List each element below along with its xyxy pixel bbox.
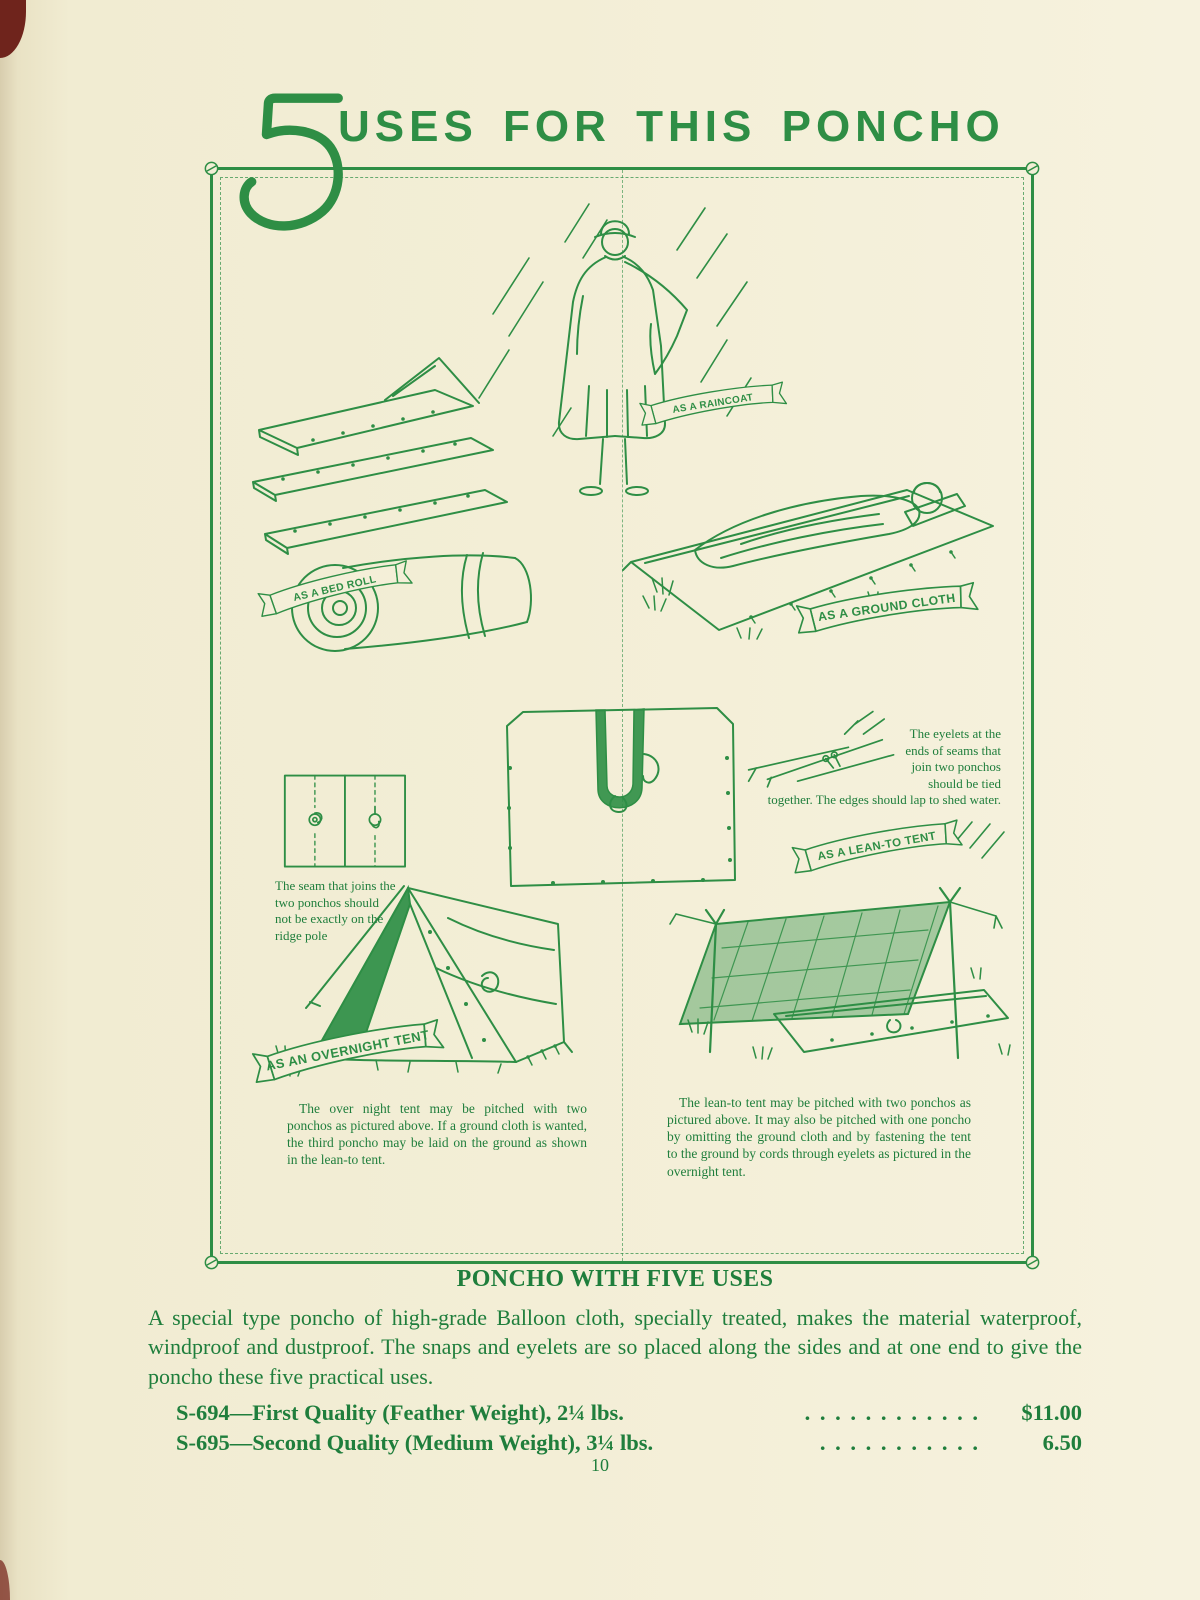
product-row: S-694—First Quality (Feather Weight), 2¼… <box>148 1398 1082 1428</box>
raincoat-figure-illustration <box>478 203 752 496</box>
corner-screw-icon <box>204 161 219 176</box>
corner-screw-icon <box>1025 161 1040 176</box>
lean-to-banner: AS A LEAN-TO TENT <box>791 819 963 874</box>
dot-leader: . . . . . . . . . . . <box>819 1430 980 1456</box>
corner-screw-icon <box>204 1255 219 1270</box>
corner-screw-icon <box>1025 1255 1040 1270</box>
page-edge-shadow <box>0 1560 10 1600</box>
page-edge-shadow <box>0 0 26 58</box>
ground-cloth-illustration <box>622 482 994 640</box>
overnight-banner: AS AN OVERNIGHT TENT <box>251 1018 445 1084</box>
product-row: S-695—Second Quality (Medium Weight), 3¼… <box>148 1428 1082 1458</box>
product-price: $11.00 <box>1021 1399 1082 1425</box>
ground-cloth-banner: AS A GROUND CLOTH <box>795 581 979 634</box>
seam-caption: The seam that joins the two ponchos shou… <box>275 878 396 943</box>
product-label: S-695—Second Quality (Medium Weight), 3¼… <box>176 1430 654 1456</box>
eyelets-caption-wrap-spacer <box>733 726 901 782</box>
eyelet-detail-illustration <box>747 710 895 788</box>
raincoat-banner: AS A RAINCOAT <box>639 381 788 426</box>
eyelets-caption: The eyelets at the ends of seams that jo… <box>733 726 1001 809</box>
lean-to-tent-illustration <box>669 821 1011 1060</box>
dot-leader: . . . . . . . . . . . . <box>804 1399 980 1425</box>
overnight-tent-caption: The over night tent may be pitched with … <box>287 1101 587 1168</box>
product-price: 6.50 <box>1042 1430 1082 1456</box>
flat-poncho-illustration <box>506 707 736 887</box>
description-body: A special type poncho of high-grade Ball… <box>148 1305 1082 1389</box>
product-label: S-694—First Quality (Feather Weight), 2¼… <box>176 1399 624 1425</box>
page-number: 10 <box>591 1455 609 1475</box>
bed-roll-illustration <box>252 357 532 652</box>
page-title: USES FOR THIS PONCHO <box>338 102 1005 151</box>
decorative-numeral-5 <box>239 93 343 231</box>
lean-to-tent-caption: The lean-to tent may be pitched with two… <box>667 1095 971 1179</box>
center-fold-line <box>622 170 623 1261</box>
seam-diagram-illustration <box>283 774 406 868</box>
description-heading: PONCHO WITH FIVE USES <box>456 1266 774 1292</box>
product-description: PONCHO WITH FIVE USES A special type pon… <box>148 1266 1082 1459</box>
bed-roll-banner: AS A BED ROLL <box>257 560 413 618</box>
illustration-panel: AS A RAINCOAT AS A BED ROLL AS A GROUND … <box>204 161 1040 1270</box>
